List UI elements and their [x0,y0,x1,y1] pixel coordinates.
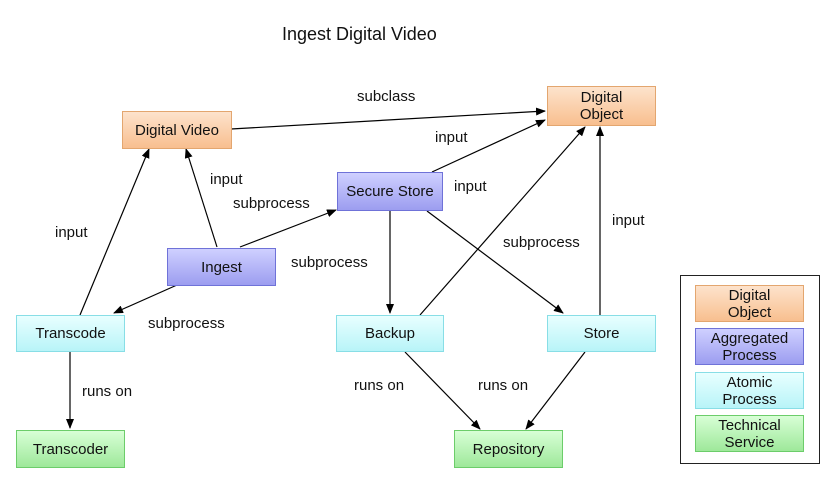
legend-label: Technical Service [718,416,781,451]
node-transcoder[interactable]: Transcoder [16,430,125,468]
edge-label-runs-on-backup: runs on [354,377,405,394]
edge-secure-to-object [431,119,546,173]
node-store-label: Store [583,325,620,342]
node-transcode[interactable]: Transcode [16,315,125,352]
edge-label-runs-on-transcode: runs on [82,383,133,400]
node-ingest[interactable]: Ingest [167,248,276,286]
edge-label-runs-on-store: runs on [478,377,529,394]
legend-label: Digital Object [727,286,772,321]
node-ingest-label: Ingest [201,258,242,276]
edge-label-subprocess-ingest-secure: subprocess [233,195,310,212]
node-transcode-label: Transcode [35,325,106,342]
legend: Digital Object Aggregated Process Atomic… [680,275,820,464]
edge-transcode-to-video [79,148,150,316]
edge-store-to-repository [525,351,586,430]
diagram-title: Ingest Digital Video [282,24,437,44]
edge-backup-to-repository [404,351,481,430]
node-digital-video[interactable]: Digital Video [122,111,232,149]
edge-secure-to-store [426,210,564,314]
node-transcoder-label: Transcoder [32,440,109,458]
legend-label: Atomic Process [722,373,777,408]
node-digital-video-label: Digital Video [135,121,219,139]
node-repository-label: Repository [472,440,545,458]
edge-label-input-store: input [612,212,645,229]
node-digital-object[interactable]: Digital Object [547,86,656,126]
edge-label-input-secure-object: input [435,129,468,146]
node-backup[interactable]: Backup [336,315,444,352]
node-store[interactable]: Store [547,315,656,352]
edge-label-subprocess-ingest-transcode-lower: subprocess [148,315,225,332]
node-secure-store[interactable]: Secure Store [337,172,443,211]
legend-item-atomic-process: Atomic Process [695,372,804,409]
edge-label-subclass: subclass [357,88,416,105]
legend-item-aggregated-process: Aggregated Process [695,328,804,365]
edge-subclass [230,107,546,130]
edge-label-subprocess-secure-store: subprocess [503,234,580,251]
edge-label-input-backup: input [454,178,487,195]
edge-ingest-to-transcode [113,284,178,314]
edge-ingest-to-video [184,148,218,248]
legend-item-technical-service: Technical Service [695,415,804,452]
node-backup-label: Backup [364,325,416,342]
node-digital-object-label: Digital Object [579,89,624,123]
edge-label-input-transcode: input [55,224,88,241]
edge-label-subprocess-ingest-transcode: subprocess [291,254,368,271]
node-repository[interactable]: Repository [454,430,563,468]
edge-label-input-ingest-video: input [210,171,243,188]
edge-backup-to-object [419,126,586,316]
node-secure-store-label: Secure Store [346,183,434,200]
edge-ingest-to-secure [239,209,337,248]
legend-item-digital-object: Digital Object [695,285,804,322]
legend-label: Aggregated Process [710,329,789,364]
